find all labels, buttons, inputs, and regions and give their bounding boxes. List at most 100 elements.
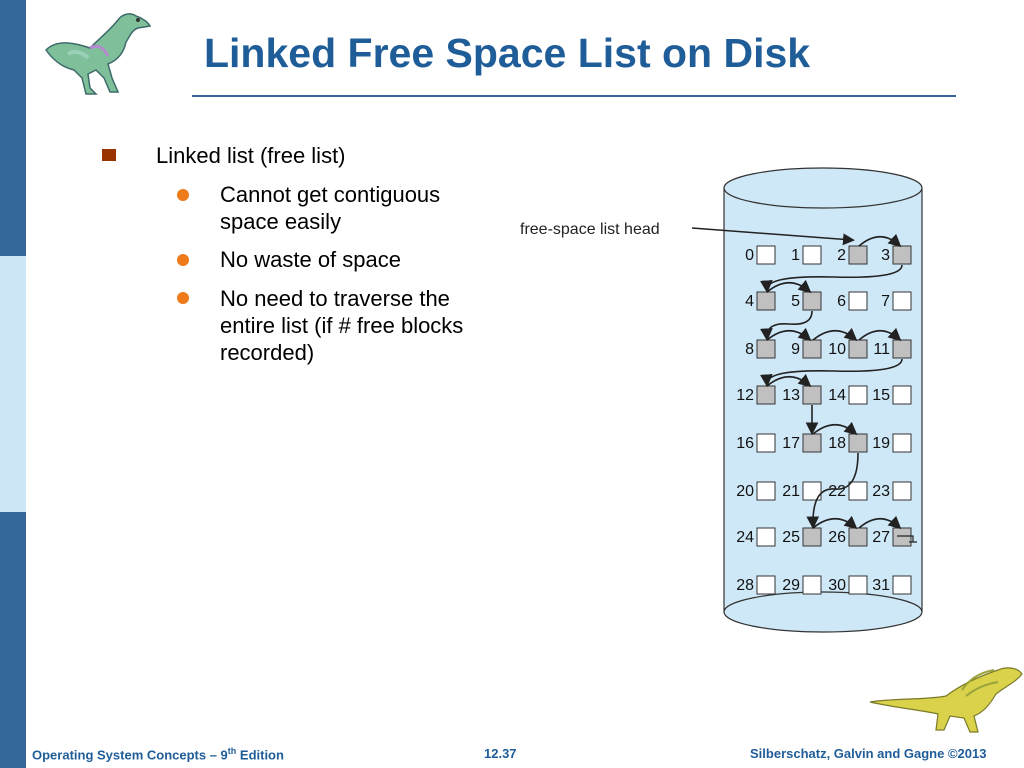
free-block (848, 339, 868, 359)
block-number: 24 (736, 529, 754, 546)
bullet-square-icon (102, 149, 116, 161)
bullet-main-text: Linked list (free list) (156, 143, 346, 168)
head-label: free-space list head (520, 221, 660, 238)
sub-bullet-text: No waste of space (220, 246, 520, 273)
free-block (848, 433, 868, 453)
head-pointer-arrow (691, 227, 855, 246)
cylinder-top (723, 167, 923, 209)
link-arrow (858, 233, 902, 248)
block-number: 13 (782, 387, 800, 404)
free-block (892, 245, 912, 265)
link-arrow (812, 421, 858, 436)
footer-left-sup: th (227, 746, 237, 756)
free-block (802, 527, 822, 547)
block-number: 3 (881, 247, 890, 264)
block-number: 5 (791, 293, 800, 310)
slide-title: Linked Free Space List on Disk (204, 30, 811, 76)
sub-bullet-line: entire list (if # free blocks (220, 313, 464, 338)
bullet-dot-icon (177, 189, 189, 201)
block-number: 15 (872, 387, 890, 404)
allocated-block (802, 481, 822, 501)
allocated-block (892, 385, 912, 405)
sub-bullet-text: No need to traverse the entire list (if … (220, 285, 520, 366)
allocated-block (802, 575, 822, 595)
allocated-block (756, 575, 776, 595)
link-arrow (759, 264, 903, 294)
dinosaur-logo-icon (45, 13, 152, 95)
free-block (802, 385, 822, 405)
block-number: 10 (828, 341, 846, 358)
block-number: 7 (881, 293, 890, 310)
allocated-block (802, 245, 822, 265)
footer-copyright: Silberschatz, Galvin and Gagne ©2013 (750, 746, 987, 761)
block-number: 20 (736, 483, 754, 500)
block-number: 6 (837, 293, 846, 310)
block-number: 4 (745, 293, 754, 310)
block-number: 18 (828, 435, 846, 452)
sub-bullet-line: Cannot get contiguous (220, 182, 441, 207)
link-arrow (766, 279, 812, 294)
free-block (756, 339, 776, 359)
link-arrow (812, 515, 858, 530)
bullet-dot-icon (177, 292, 189, 304)
block-number: 26 (828, 529, 846, 546)
block-number: 1 (791, 247, 800, 264)
block-number: 19 (872, 435, 890, 452)
allocated-block (756, 245, 776, 265)
allocated-block (756, 433, 776, 453)
block-number: 29 (782, 577, 800, 594)
dinosaur-footer-icon (869, 667, 1023, 733)
allocated-block (892, 575, 912, 595)
sub-bullet-line: recorded) (220, 340, 315, 365)
free-block (848, 245, 868, 265)
block-number: 14 (828, 387, 846, 404)
allocated-block (848, 291, 868, 311)
free-block (848, 527, 868, 547)
link-arrows (759, 233, 917, 543)
sub-bullet-text: Cannot get contiguous space easily (220, 181, 520, 235)
link-arrow (858, 515, 902, 530)
null-terminator-icon (897, 535, 917, 543)
block-number: 25 (782, 529, 800, 546)
block-number: 17 (782, 435, 800, 452)
link-arrow (760, 310, 813, 342)
block-number: 27 (872, 529, 890, 546)
link-arrow (858, 327, 902, 342)
allocated-block (892, 433, 912, 453)
allocated-block (848, 385, 868, 405)
block-number: 28 (736, 577, 754, 594)
block-number: 22 (828, 483, 846, 500)
allocated-block (892, 291, 912, 311)
allocated-block (756, 481, 776, 501)
free-block (756, 385, 776, 405)
free-block (802, 339, 822, 359)
block-number: 2 (837, 247, 846, 264)
title-underline (192, 95, 956, 97)
block-number: 8 (745, 341, 754, 358)
sidebar-light-segment (0, 256, 26, 512)
block-number: 30 (828, 577, 846, 594)
block-number: 23 (872, 483, 890, 500)
allocated-block (756, 527, 776, 547)
free-block (756, 291, 776, 311)
link-arrow (766, 327, 812, 342)
sub-bullet-line: No waste of space (220, 247, 401, 272)
block-number: 0 (745, 247, 754, 264)
block-number: 16 (736, 435, 754, 452)
block-number: 12 (736, 387, 754, 404)
footer-left-prefix: Operating System Concepts – 9 (32, 747, 228, 763)
block-number: 31 (872, 577, 890, 594)
link-arrow (812, 327, 858, 342)
free-block (892, 527, 912, 547)
free-block (892, 339, 912, 359)
block-number: 21 (782, 483, 800, 500)
left-sidebar-band (0, 0, 26, 768)
link-arrow (759, 358, 903, 388)
free-block (802, 433, 822, 453)
link-arrow (806, 452, 859, 530)
sub-bullet-line: space easily (220, 209, 342, 234)
allocated-block (848, 481, 868, 501)
cylinder-bottom (723, 591, 923, 633)
footer-left-suffix: Edition (236, 747, 284, 763)
